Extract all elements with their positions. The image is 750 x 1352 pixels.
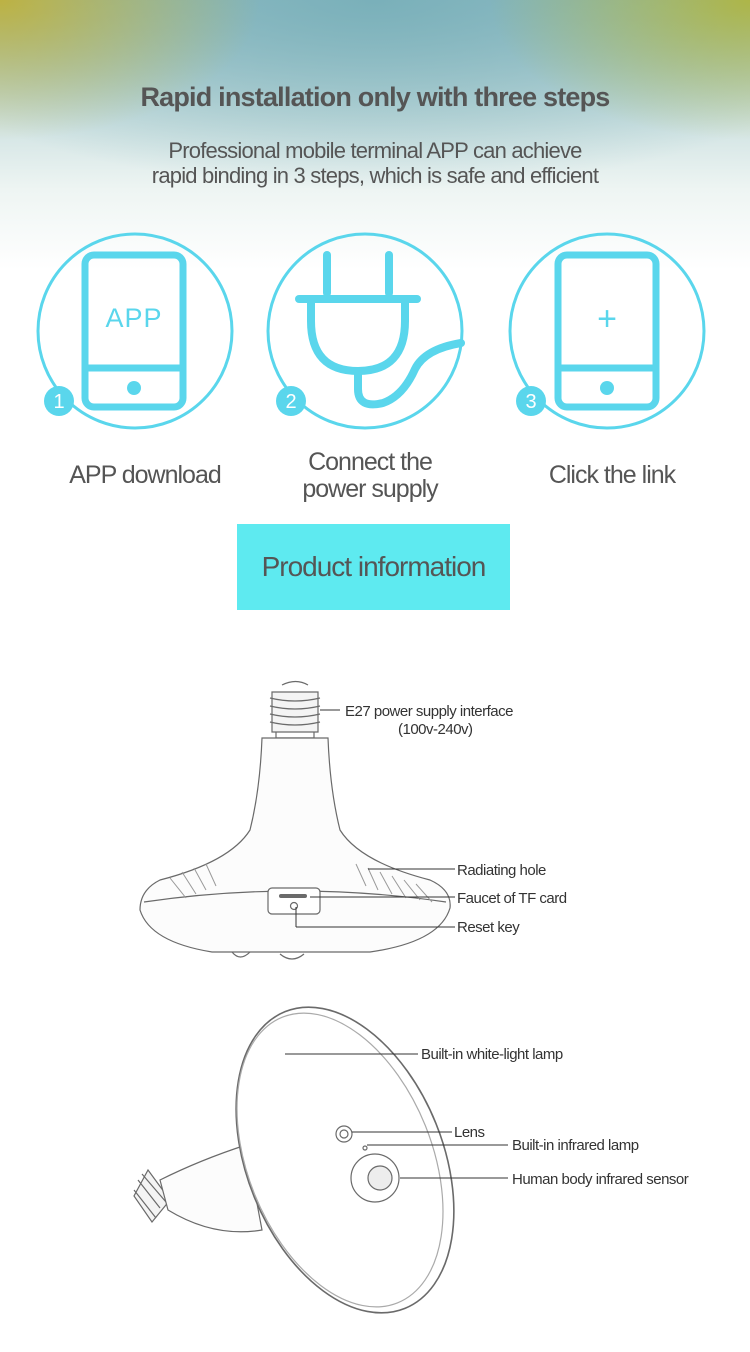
bottom-leader-lines — [285, 1053, 508, 1179]
step-2-label: Connect the power supply — [245, 449, 495, 503]
step-3-label: Click the link — [548, 461, 676, 489]
label-voltage-range: (100v-240v) — [398, 721, 473, 738]
label-infrared-sensor: Human body infrared sensor — [512, 1171, 689, 1188]
phone-app-icon: APP — [81, 251, 187, 411]
label-radiating-hole: Radiating hole — [457, 862, 546, 879]
step-2-label-line-2: power supply — [302, 475, 438, 503]
step-badge-2: 2 — [276, 386, 306, 416]
bulb-camera-front-view — [133, 1006, 455, 1314]
plus-icon-text: + — [597, 300, 617, 338]
subtitle-line-2: rapid binding in 3 steps, which is safe … — [151, 163, 599, 188]
label-reset-key: Reset key — [457, 919, 520, 936]
subtitle-line-1: Professional mobile terminal APP can ach… — [168, 138, 582, 163]
top-leader-lines — [295, 709, 455, 928]
svg-text:3: 3 — [525, 391, 536, 413]
svg-text:2: 2 — [285, 391, 296, 413]
header-background — [0, 0, 750, 420]
label-lens: Lens — [454, 1124, 485, 1141]
step-badge-3: 3 — [516, 386, 546, 416]
app-icon-text: APP — [105, 303, 162, 333]
step-1-label: APP download — [69, 461, 222, 489]
step-2-label-line-1: Connect the — [308, 448, 433, 476]
page-title: Rapid installation only with three steps — [140, 82, 610, 112]
label-e27-interface: E27 power supply interface — [345, 703, 513, 720]
label-white-light-lamp: Built-in white-light lamp — [421, 1046, 563, 1063]
product-information-button[interactable]: Product information — [237, 524, 510, 610]
step-3-circle: + 3 — [507, 231, 707, 431]
step-badge-1: 1 — [44, 386, 74, 416]
step-2-circle: 2 — [265, 231, 465, 431]
svg-text:1: 1 — [53, 391, 64, 413]
phone-plus-icon: + — [554, 251, 660, 411]
label-infrared-lamp: Built-in infrared lamp — [512, 1137, 639, 1154]
bulb-camera-side-view — [139, 680, 451, 960]
power-plug-icon — [295, 251, 465, 409]
label-tf-card: Faucet of TF card — [457, 890, 567, 907]
product-diagram: E27 power supply interface (100v-240v) R… — [133, 680, 689, 1314]
step-1-circle: APP 1 — [35, 231, 235, 431]
